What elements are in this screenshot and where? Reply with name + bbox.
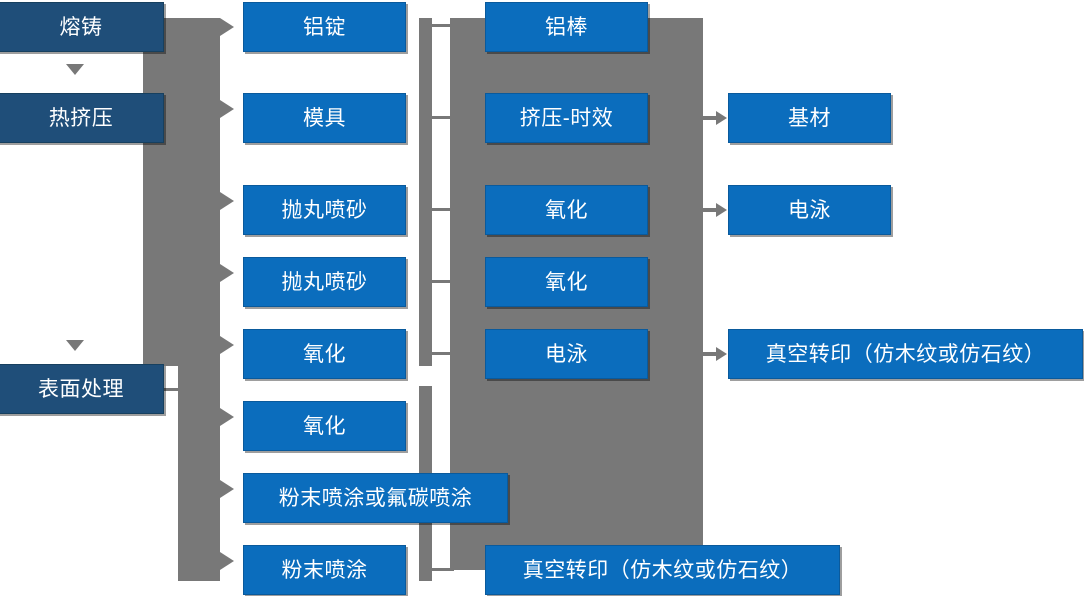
node-stage-surface-treatment[interactable]: 表面处理 xyxy=(0,364,164,414)
node-process-oxidation-2[interactable]: 氧化 xyxy=(243,401,406,451)
arrow-down-extrude-to-surface xyxy=(66,340,84,351)
connector-stub-mid-5 xyxy=(432,352,454,355)
arrow-down-melt-to-extrude xyxy=(66,64,84,75)
arrow-to-electrophoresis xyxy=(716,203,727,217)
node-treatment-oxidation-1[interactable]: 氧化 xyxy=(485,185,648,235)
node-stage-melting-casting[interactable]: 熔铸 xyxy=(0,2,164,52)
arrow-to-process-2 xyxy=(220,100,234,118)
node-treatment-vacuum-transfer[interactable]: 真空转印（仿木纹或仿石纹） xyxy=(485,545,840,595)
node-product-vacuum-transfer[interactable]: 真空转印（仿木纹或仿石纹） xyxy=(728,329,1083,379)
connector-stub-mid-3 xyxy=(432,208,454,211)
node-treatment-oxidation-2[interactable]: 氧化 xyxy=(485,257,648,307)
arrow-to-process-6 xyxy=(220,408,234,426)
node-treatment-aluminum-bar[interactable]: 铝棒 xyxy=(485,2,648,52)
node-process-powder-or-fluorocarbon-coating[interactable]: 粉末喷涂或氟碳喷涂 xyxy=(243,473,508,523)
arrow-line-to-vacuum-transfer xyxy=(703,352,717,356)
node-process-mold[interactable]: 模具 xyxy=(243,93,406,143)
arrow-to-process-7 xyxy=(220,480,234,498)
arrow-line-to-electrophoresis xyxy=(703,208,717,212)
connector-band-left-upper xyxy=(143,18,220,366)
connector-stub-mid-6 xyxy=(432,568,454,571)
node-treatment-electrophoresis[interactable]: 电泳 xyxy=(485,329,648,379)
node-stage-hot-extrusion[interactable]: 热挤压 xyxy=(0,93,164,143)
arrow-to-process-5 xyxy=(220,336,234,354)
node-treatment-extrusion-aging[interactable]: 挤压-时效 xyxy=(485,93,648,143)
node-process-aluminum-ingot[interactable]: 铝锭 xyxy=(243,2,406,52)
connector-stub-mid-1 xyxy=(432,24,454,27)
arrow-to-process-8 xyxy=(220,552,234,570)
node-process-shot-blasting-1[interactable]: 抛丸喷砂 xyxy=(243,185,406,235)
arrow-to-process-4 xyxy=(220,264,234,282)
connector-stub-mid-4 xyxy=(432,280,454,283)
node-process-powder-coating[interactable]: 粉末喷涂 xyxy=(243,545,406,595)
node-product-substrate[interactable]: 基材 xyxy=(728,93,891,143)
connector-stub-surface xyxy=(164,388,182,391)
arrow-to-substrate xyxy=(716,111,727,125)
arrow-to-process-1 xyxy=(220,18,234,36)
connector-band-mid-upper xyxy=(419,18,432,366)
node-process-shot-blasting-2[interactable]: 抛丸喷砂 xyxy=(243,257,406,307)
arrow-to-vacuum-transfer xyxy=(716,347,727,361)
node-product-electrophoresis[interactable]: 电泳 xyxy=(728,185,891,235)
arrow-line-to-substrate xyxy=(703,116,717,120)
connector-band-left-lower xyxy=(178,366,220,581)
node-process-oxidation-1[interactable]: 氧化 xyxy=(243,329,406,379)
connector-stub-mid-2 xyxy=(432,116,454,119)
arrow-to-process-3 xyxy=(220,192,234,210)
